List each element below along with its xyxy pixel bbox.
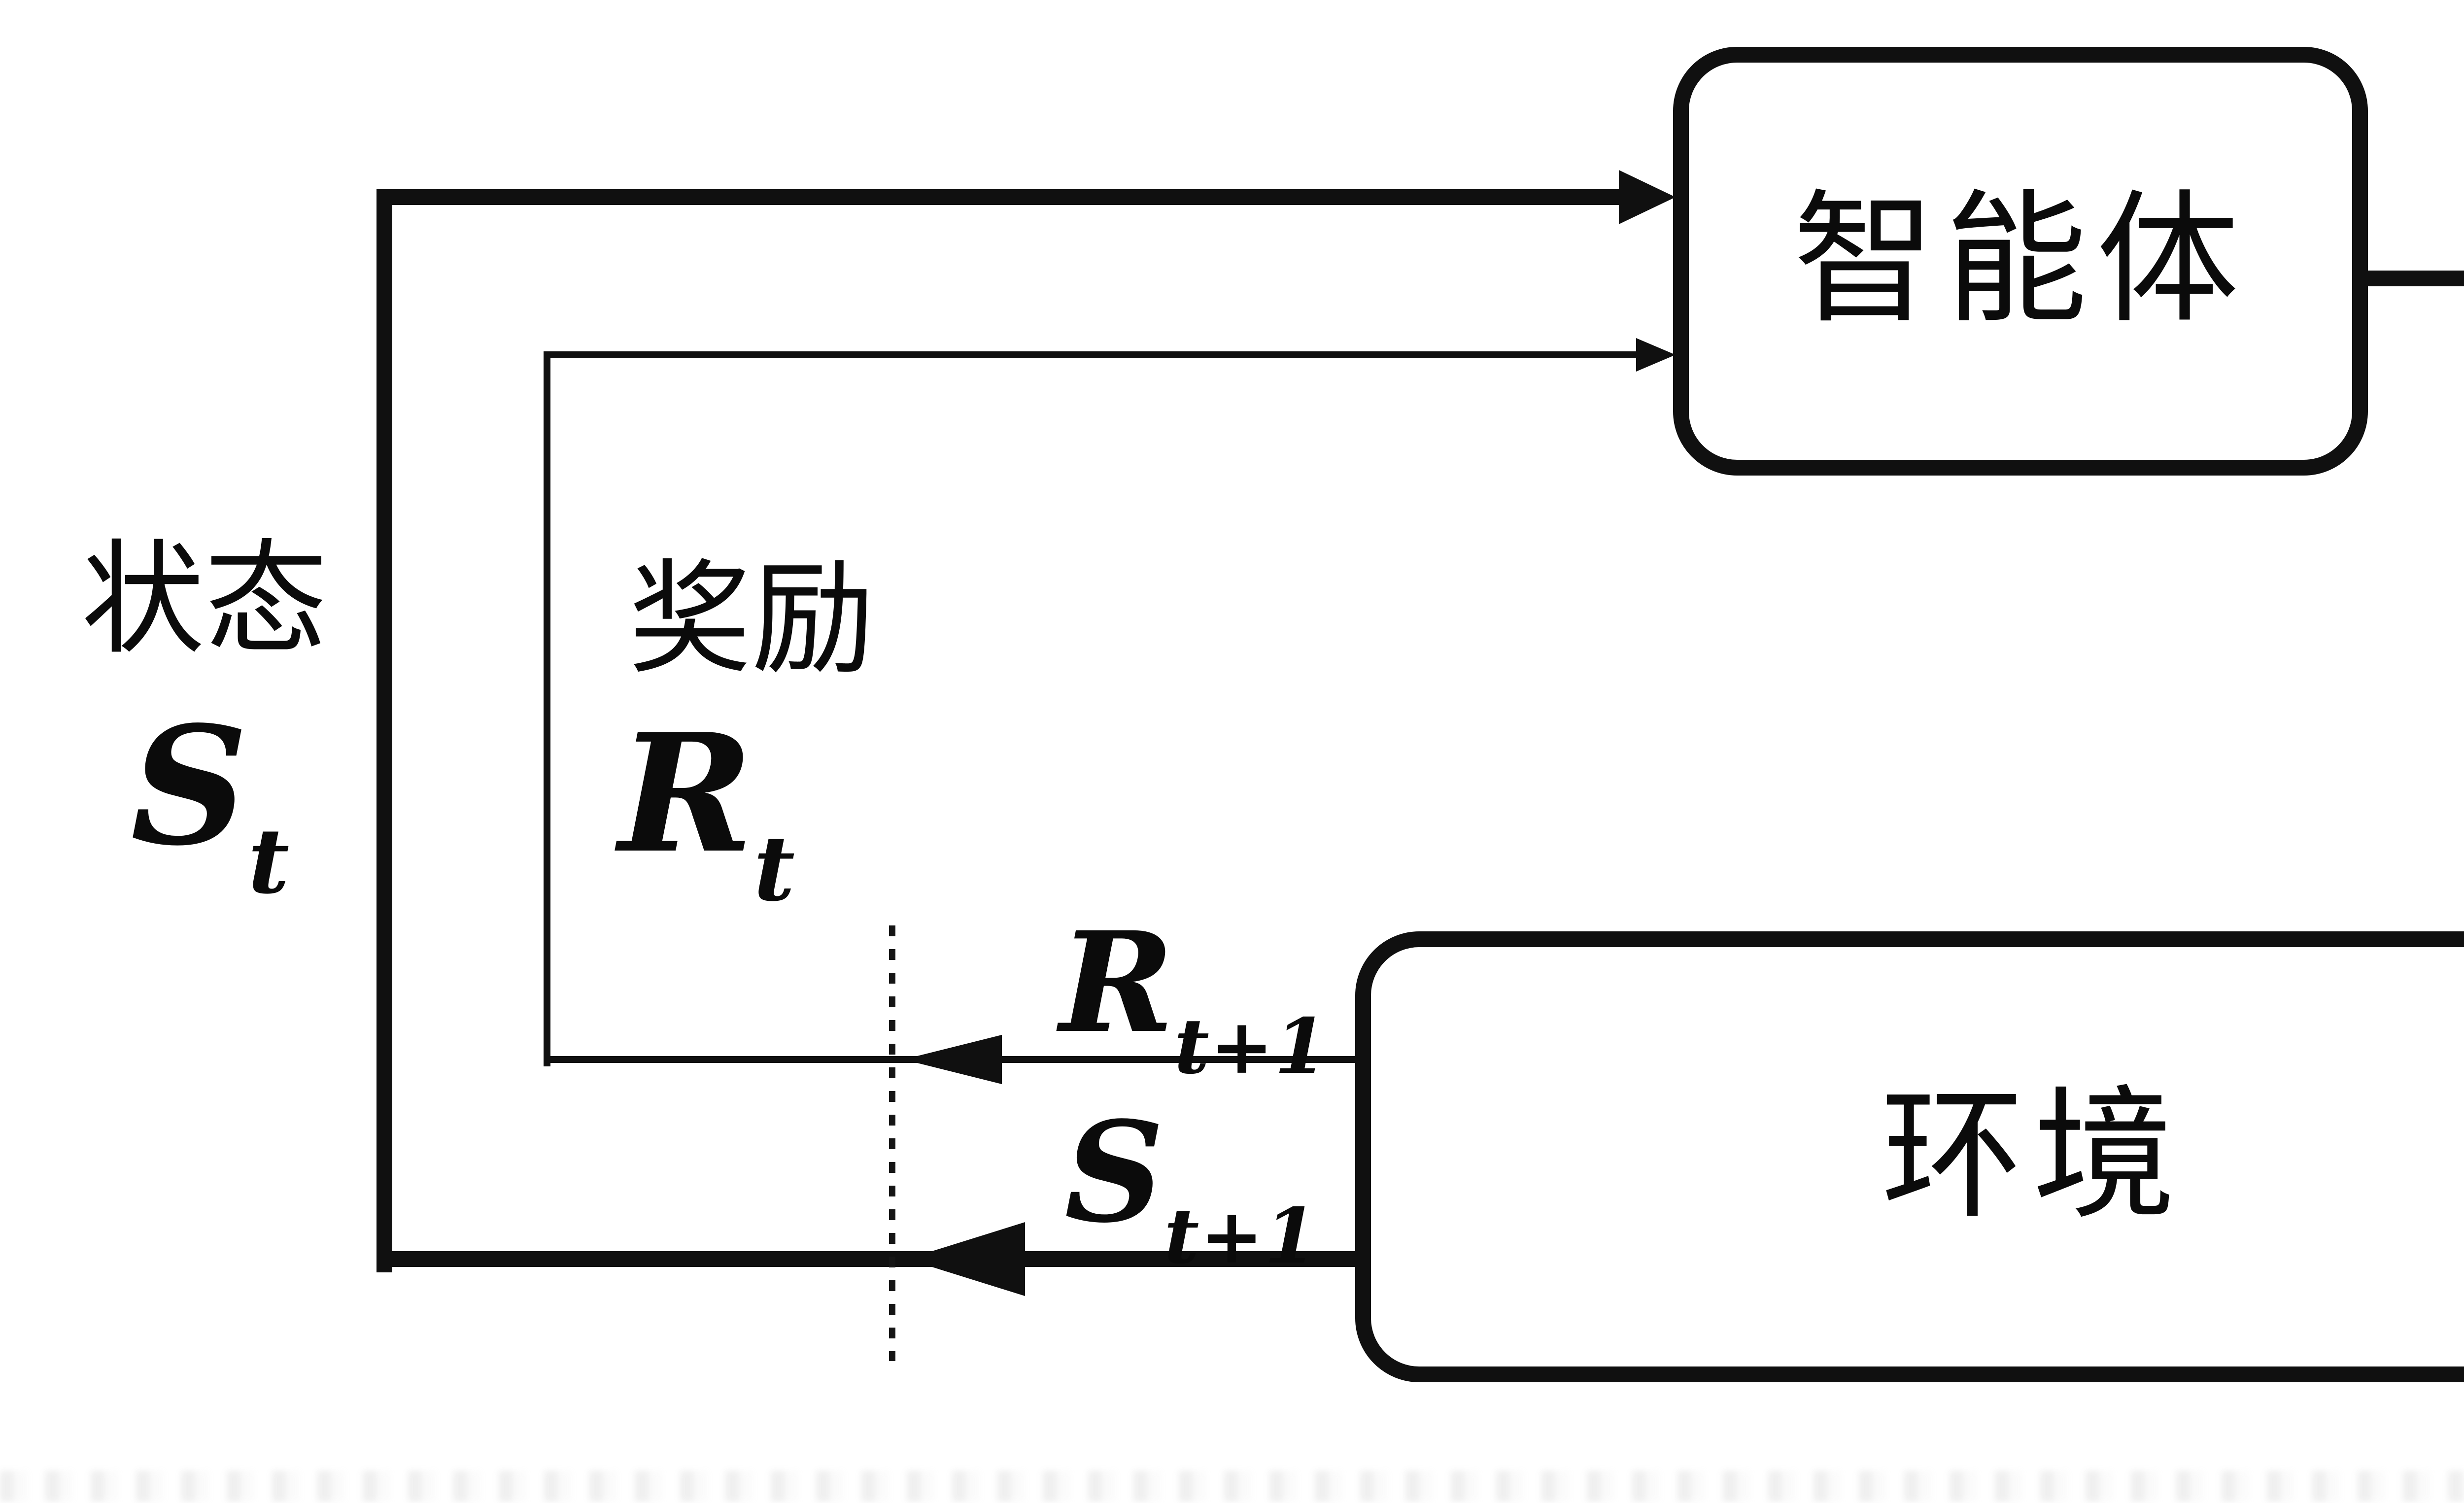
reward-arrowhead-into-agent: [1636, 338, 1676, 372]
agent-box: 智能体: [1673, 47, 2368, 476]
caption-remnant: [0, 1471, 2464, 1502]
state-symbol-main: S: [131, 690, 248, 882]
next-state-symbol-subscript: t+1: [1164, 1191, 1318, 1281]
reward-symbol: Rt: [618, 712, 796, 913]
state-arrowhead-timestep: [907, 1222, 1025, 1296]
next-state-symbol-main: S: [1064, 1092, 1164, 1254]
action-loop-top-line: [2361, 271, 2464, 286]
next-reward-symbol-main: R: [1060, 902, 1174, 1064]
state-label-cn: 状态: [81, 533, 328, 669]
state-loop-top-line: [376, 189, 1628, 205]
state-arrowhead-into-agent: [1619, 170, 1676, 224]
reward-symbol-subscript: t: [753, 816, 796, 921]
next-state-symbol: St+1: [1064, 1104, 1318, 1274]
timestep-dashed-line: [889, 925, 895, 1361]
agent-label: 智能体: [1793, 182, 2248, 340]
reward-symbol-main: R: [618, 698, 754, 889]
state-symbol-subscript: t: [248, 808, 290, 914]
next-reward-symbol-subscript: t+1: [1174, 1001, 1328, 1091]
reward-loop-top-line: [544, 351, 1643, 358]
reward-loop-left-line: [544, 351, 550, 1066]
state-loop-bottom-line: [376, 1251, 1372, 1267]
next-reward-symbol: Rt+1: [1060, 914, 1328, 1085]
environment-label: 环境: [1881, 1077, 2185, 1236]
environment-box: 环境: [1355, 931, 2464, 1382]
reward-label-cn: 奖励: [628, 552, 875, 689]
reward-arrowhead-timestep: [903, 1035, 1002, 1084]
state-loop-left-line: [376, 189, 392, 1272]
state-symbol: St: [131, 705, 290, 906]
